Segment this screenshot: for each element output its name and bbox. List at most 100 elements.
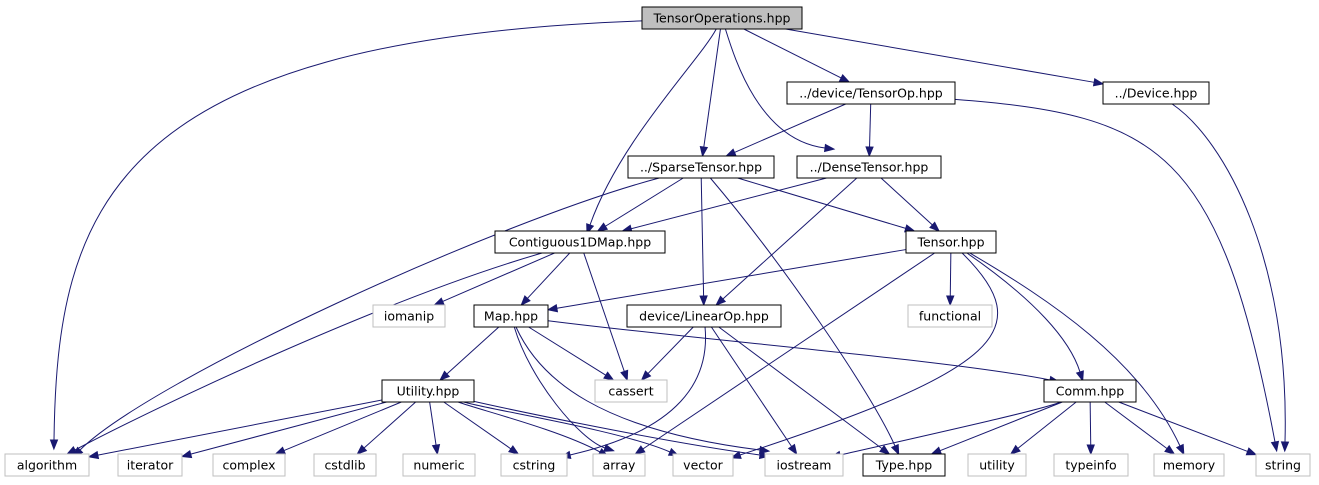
edge-line	[473, 400, 761, 456]
node-label: Map.hpp	[484, 309, 538, 324]
edge-line	[954, 98, 1276, 443]
node-box	[967, 453, 1027, 477]
edge-line	[1118, 401, 1248, 452]
edge-root-to-algorithm	[49, 20, 643, 451]
edge-map-to-array	[513, 326, 615, 452]
edge-root-to-tensorop	[743, 28, 851, 83]
node-device[interactable]: ../Device.hpp	[1102, 81, 1210, 105]
node-cassert: cassert	[594, 379, 668, 403]
edge-line	[527, 252, 571, 299]
edge-linearop-to-cassert	[640, 326, 694, 381]
node-array: array	[592, 453, 646, 477]
node-tensorop[interactable]: ../device/TensorOp.hpp	[786, 81, 956, 105]
edge-arrowhead	[1270, 440, 1280, 453]
edge-map-to-iostream	[515, 326, 771, 455]
edge-line	[939, 401, 1063, 452]
edge-sparse-to-type	[709, 177, 900, 456]
edge-sparse-to-tensor	[737, 177, 916, 233]
edge-dense-to-tensor	[880, 177, 940, 232]
node-box	[313, 453, 377, 477]
edge-line	[718, 326, 883, 450]
edge-line	[734, 103, 846, 153]
edge-line	[569, 326, 707, 456]
edge-root-to-dense	[724, 28, 836, 153]
edge-line	[443, 401, 512, 450]
edge-arrowhead	[439, 370, 451, 381]
edge-arrowhead	[823, 143, 836, 153]
node-label: Tensor.hpp	[916, 235, 984, 250]
edge-utility_hpp-to-cstring	[443, 401, 520, 455]
edge-arrowhead	[865, 146, 874, 158]
node-label: cstring	[513, 458, 556, 473]
node-root[interactable]: TensorOperations.hpp	[641, 6, 803, 30]
edge-linearop-to-iostream	[710, 326, 798, 456]
edge-arrowhead	[1086, 444, 1095, 456]
edge-line	[513, 326, 606, 449]
edge-utility_hpp-to-numeric	[429, 401, 441, 456]
edge-arrowhead	[431, 443, 441, 456]
node-iostream: iostream	[764, 453, 844, 477]
edge-tensorop-to-dense	[865, 103, 874, 158]
node-contig[interactable]: Contiguous1DMap.hpp	[494, 230, 666, 254]
edge-utility_hpp-to-cstdlib	[356, 401, 416, 455]
edge-contig-to-cassert	[583, 252, 629, 382]
edge-line	[710, 326, 793, 447]
node-box	[500, 453, 568, 477]
edge-arrowhead	[946, 295, 955, 307]
node-iomanip: iomanip	[372, 304, 446, 328]
node-label: cassert	[608, 384, 653, 399]
node-label: ../DenseTensor.hpp	[810, 160, 929, 175]
edge-arrowhead	[1075, 370, 1084, 382]
node-label: string	[1265, 458, 1301, 473]
node-box	[1053, 453, 1129, 477]
edge-arrowhead	[1175, 443, 1185, 456]
node-cstring: cstring	[500, 453, 568, 477]
edge-arrowhead	[356, 444, 368, 455]
node-label: device/LinearOp.hpp	[639, 309, 769, 324]
node-box	[764, 453, 844, 477]
edge-arrowhead	[596, 222, 609, 232]
node-label: ../SparseTensor.hpp	[640, 160, 762, 175]
node-label: ../device/TensorOp.hpp	[799, 86, 942, 101]
node-label: algorithm	[17, 458, 77, 473]
edge-arrowhead	[520, 295, 531, 307]
edge-tensor-to-functional	[946, 252, 955, 307]
node-label: complex	[223, 458, 276, 473]
edge-line	[605, 177, 684, 227]
edge-arrowhead	[87, 450, 100, 460]
edge-comm-to-typeinfo	[1086, 401, 1095, 456]
edge-line	[880, 177, 933, 226]
edge-dense-to-contig	[621, 177, 827, 233]
edge-sparse-to-contig	[596, 177, 684, 232]
edge-line	[743, 28, 842, 79]
edge-line	[515, 326, 761, 451]
edge-utility_hpp-to-algorithm	[87, 399, 383, 460]
node-map[interactable]: Map.hpp	[473, 304, 549, 328]
node-utility-hpp[interactable]: Utility.hpp	[381, 379, 475, 403]
node-dense[interactable]: ../DenseTensor.hpp	[796, 155, 942, 179]
node-label: array	[603, 458, 636, 473]
node-type[interactable]: Type.hpp	[862, 453, 946, 477]
edge-line	[869, 103, 872, 148]
node-tensor[interactable]: Tensor.hpp	[905, 230, 997, 254]
edge-line	[737, 177, 906, 229]
node-linearop[interactable]: device/LinearOp.hpp	[626, 304, 782, 328]
node-label: iomanip	[384, 309, 434, 324]
edge-tensorop-to-string	[954, 98, 1280, 453]
edge-map-to-utility_hpp	[439, 326, 500, 381]
node-label: Utility.hpp	[397, 384, 460, 399]
node-box	[473, 304, 549, 328]
node-box	[862, 453, 946, 477]
edge-contig-to-iomanip	[433, 252, 555, 306]
node-sparse[interactable]: ../SparseTensor.hpp	[627, 155, 775, 179]
node-cstdlib: cstdlib	[313, 453, 377, 477]
node-label: numeric	[413, 458, 464, 473]
edge-arrowhead	[1245, 447, 1258, 456]
edge-line	[97, 399, 383, 456]
edge-utility_hpp-to-array	[457, 401, 610, 458]
node-box	[905, 230, 997, 254]
node-comm[interactable]: Comm.hpp	[1043, 379, 1137, 403]
edge-dense-to-linearop	[715, 177, 858, 306]
node-vector: vector	[672, 453, 734, 477]
